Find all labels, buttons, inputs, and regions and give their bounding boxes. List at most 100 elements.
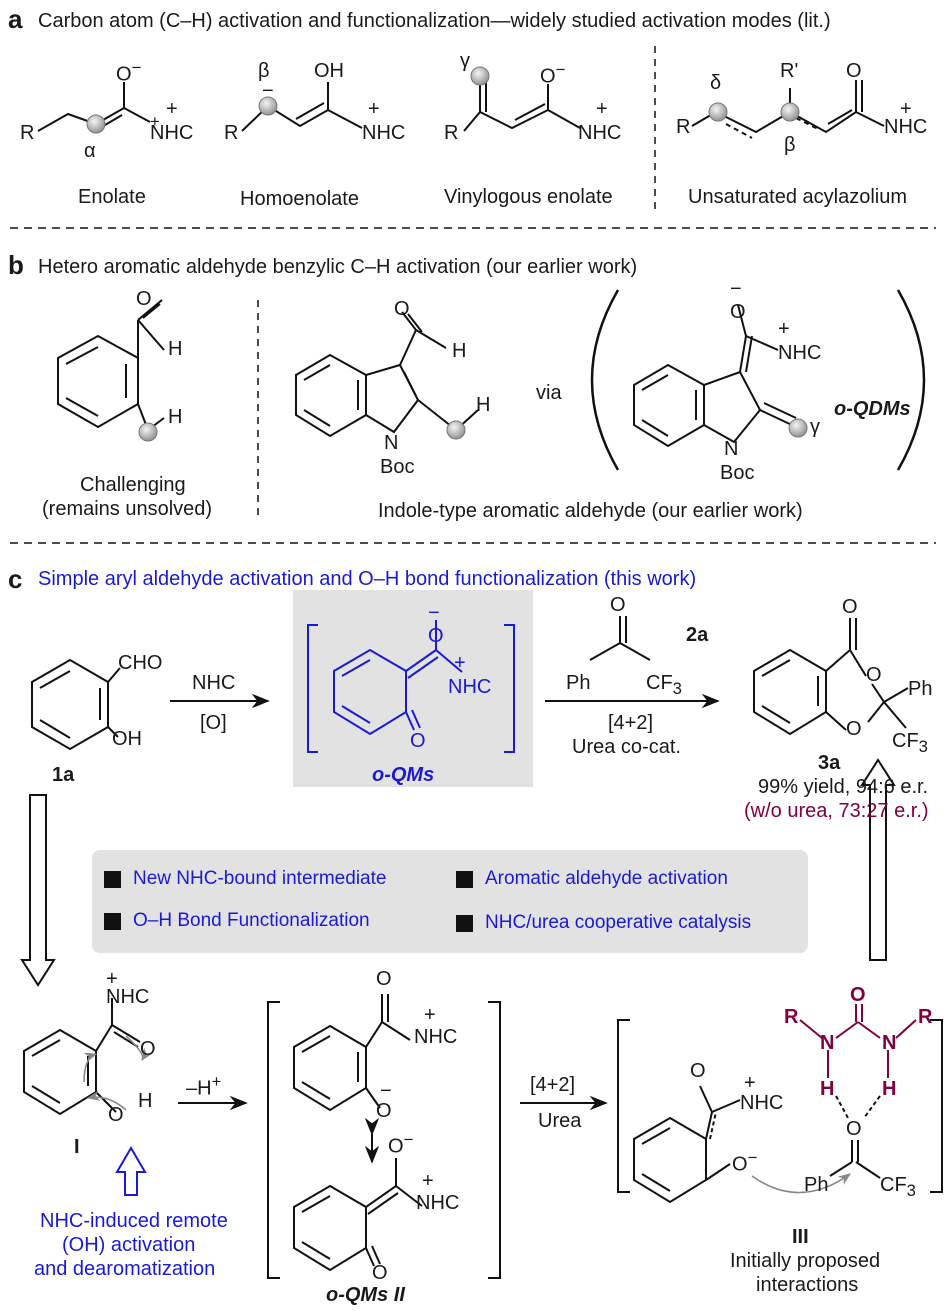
atom-label: O (140, 1038, 156, 1060)
panel-a-heading: Carbon atom (C–H) activation and functio… (38, 10, 831, 32)
atom-label: N (820, 1032, 835, 1054)
label-oxidant: [O] (200, 712, 227, 734)
resonance-right-bracket (488, 1001, 501, 1279)
atom-label: R (676, 116, 691, 138)
atom-label: −O (428, 602, 444, 647)
atom-label: H (138, 1090, 153, 1112)
ts-aryl-structure (633, 1085, 741, 1204)
label-unsaturated-acylazolium: Unsaturated acylazolium (688, 186, 907, 208)
atom-label: O (610, 594, 626, 616)
gamma-carbon-atom (470, 66, 490, 86)
atom-label: NHC (150, 122, 194, 144)
delta-carbon-atom (708, 102, 728, 122)
atom-label: NHC (414, 1026, 458, 1048)
hollow-arrow-up (860, 758, 896, 961)
atom-label: −O (730, 278, 746, 323)
label-deprotonation: –H+ (186, 1072, 222, 1100)
atom-label: O (850, 984, 866, 1006)
atom-label: O (108, 1104, 124, 1126)
beta-carbon-atom-2 (780, 102, 800, 122)
atom-label: NHC (884, 116, 928, 138)
label-oqdms: o-QDMs (834, 398, 911, 420)
label-I: I (74, 1136, 80, 1158)
salicylaldehyde-structure (31, 658, 121, 751)
charge-plus: + (596, 98, 608, 120)
bullet-square-icon (104, 912, 121, 930)
atom-label: H (882, 1078, 897, 1100)
atom-label: N (384, 432, 399, 454)
charge-plus: + (900, 98, 912, 120)
atom-label: O (372, 1262, 388, 1284)
right-paren (896, 289, 926, 471)
charge-minus: − (380, 1080, 392, 1102)
atom-label: O (846, 718, 862, 740)
label-homoenolate: Homoenolate (240, 188, 359, 210)
benzylic-carbon-atom (138, 422, 158, 442)
atom-label: H (820, 1078, 835, 1100)
label-oqms: o-QMs (372, 764, 435, 786)
atom-label: NHC (448, 676, 492, 698)
greek-delta: δ (710, 72, 722, 94)
intermediate-I-structure (23, 998, 141, 1116)
charge-plus: + (106, 968, 118, 990)
atom-label: CF3 (880, 1174, 916, 1200)
ts-ketone-structure (829, 1140, 881, 1179)
charge-plus: + (744, 1072, 756, 1094)
label-2a: 2a (686, 624, 709, 646)
atom-label: O− (116, 58, 142, 86)
label-remote-2: (OH) activation (62, 1234, 196, 1256)
indole-benzylic-atom (446, 420, 466, 440)
label-III: III (792, 1226, 809, 1248)
phenoxide-structure (293, 994, 411, 1112)
atom-label: O (394, 298, 410, 320)
label-nhc: NHC (192, 672, 236, 694)
atom-label: NHC (106, 986, 150, 1008)
label-cycloaddition: [4+2] (608, 712, 654, 734)
atom-label: Boc (380, 456, 415, 478)
ts-curved-arrow (751, 1173, 852, 1194)
atom-label: Ph (804, 1174, 829, 1196)
greek-alpha: α (84, 140, 96, 162)
trifluoroacetophenone-structure (589, 616, 651, 661)
greek-gamma-2: γ (810, 416, 820, 438)
alpha-carbon-atom (86, 114, 106, 134)
label-oqms-ii: o-QMs II (326, 1284, 405, 1306)
urea-structure (799, 1004, 917, 1078)
label-remains-unsolved: (remains unsolved) (42, 498, 213, 520)
atom-label: NHC (578, 122, 622, 144)
greek-beta: β (258, 60, 270, 82)
label-remote-3: and dearomatization (34, 1258, 216, 1280)
left-paren (590, 289, 620, 471)
panel-c-heading: Simple aryl aldehyde activation and O–H … (38, 568, 697, 590)
atom-label: NHC (778, 342, 822, 364)
label-challenging: Challenging (80, 474, 186, 496)
atom-label: O− (388, 1130, 414, 1158)
homoenolate-structure (241, 82, 363, 132)
label-3a: 3a (818, 752, 841, 774)
atom-label: O (842, 596, 858, 618)
atom-label: R (444, 122, 459, 144)
oqms-structure (307, 620, 515, 753)
features-box (92, 850, 808, 953)
panel-b-heading: Hetero aromatic aldehyde benzylic C–H ac… (38, 256, 638, 278)
acylazolium-structure (691, 80, 885, 139)
charge-plus: + (424, 1004, 436, 1026)
product-3a-structure (753, 618, 909, 736)
feature-2: Aromatic aldehyde activation (456, 868, 728, 890)
charge-plus: + (422, 1170, 434, 1192)
atom-label: O− (540, 60, 566, 88)
oqdm-structure (633, 304, 797, 448)
charge-minus: − (262, 80, 274, 102)
label-enolate: Enolate (78, 186, 146, 208)
label-interactions-1: Initially proposed (730, 1250, 881, 1272)
charge-plus: + (778, 318, 790, 340)
panel-c-letter: c (8, 564, 23, 594)
atom-label: O− (732, 1148, 758, 1176)
atom-label: NHC (416, 1192, 460, 1214)
atom-label: CF3 (646, 672, 682, 698)
beta-carbon-atom (258, 96, 278, 116)
ts-left-bracket (617, 1019, 630, 1193)
atom-label: NHC (740, 1092, 784, 1114)
atom-label: Ph (566, 672, 591, 694)
feature-1: New NHC-bound intermediate (104, 868, 386, 890)
